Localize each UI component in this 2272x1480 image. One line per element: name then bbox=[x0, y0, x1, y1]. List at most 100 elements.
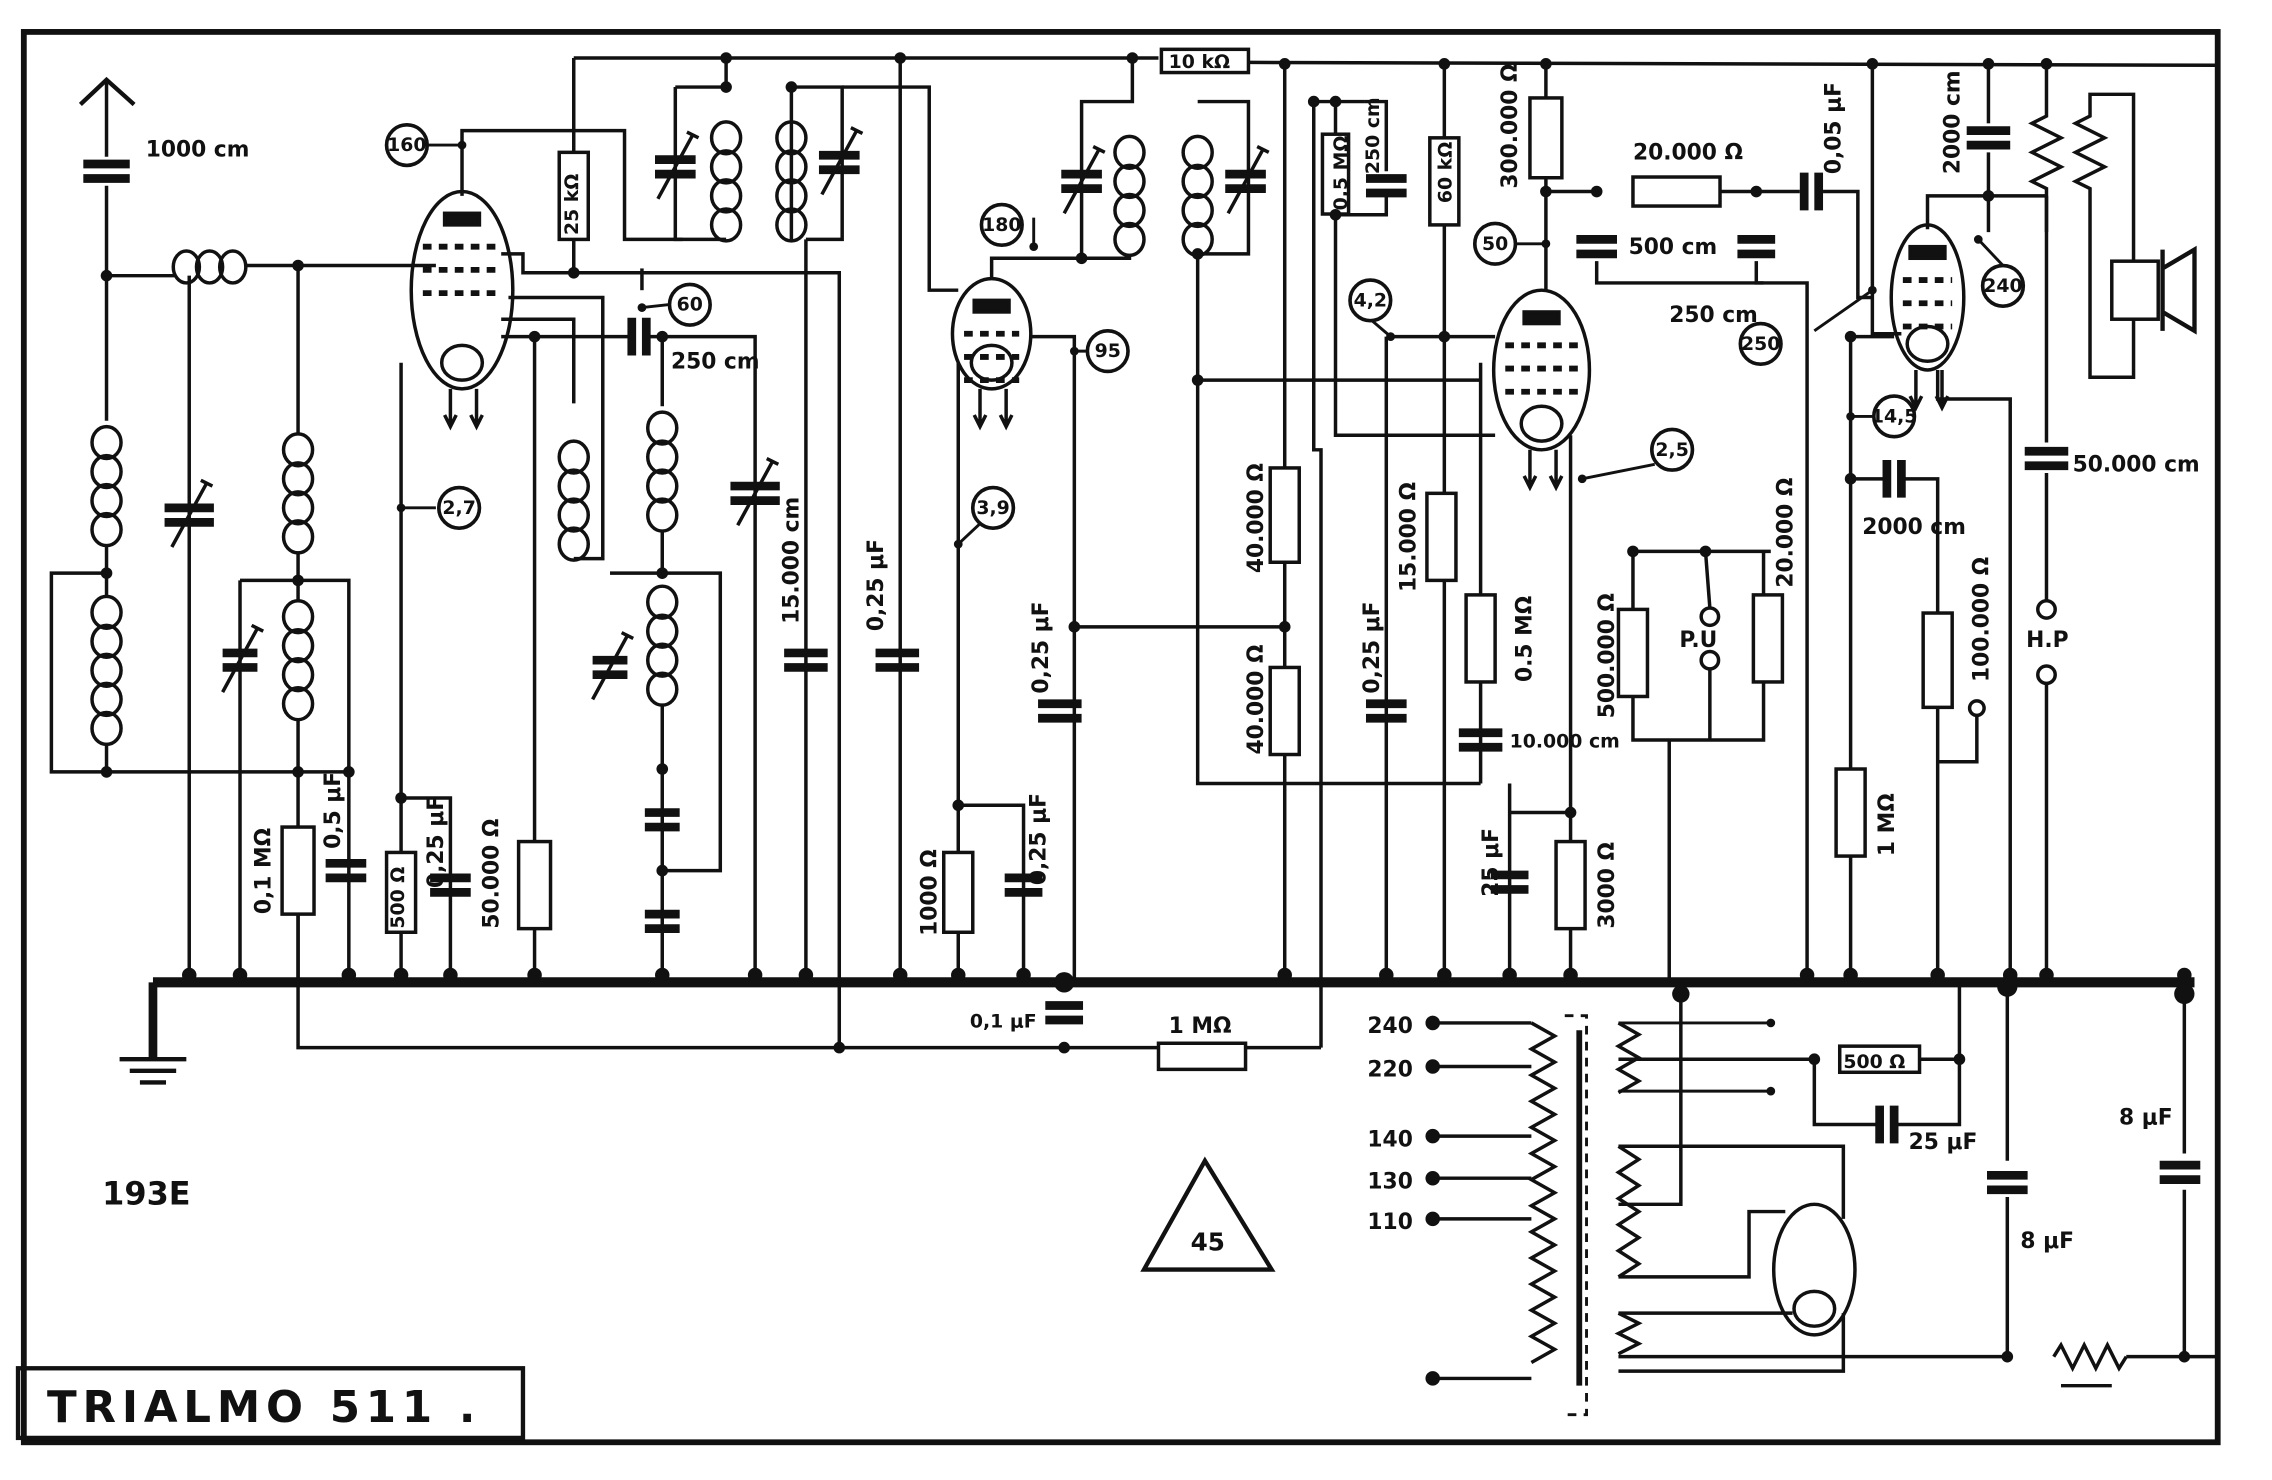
label-r-500: 500 Ω bbox=[1843, 1051, 1905, 1073]
label-c-10000cm: 10.000 cm bbox=[1510, 730, 1620, 752]
junction-dot bbox=[1016, 967, 1031, 983]
svg-text:4,2: 4,2 bbox=[1354, 289, 1387, 311]
resistor bbox=[1837, 1044, 1922, 1075]
test-point: 95 bbox=[1085, 329, 1130, 374]
speaker-magnet bbox=[2110, 259, 2160, 321]
variable-arrow bbox=[170, 478, 214, 548]
components bbox=[20, 29, 2221, 1446]
capacitor bbox=[1038, 699, 1082, 723]
wire bbox=[1618, 1313, 1846, 1373]
coil bbox=[281, 598, 315, 635]
capacitor bbox=[644, 909, 680, 933]
label-c-2000cm: 2000 cm bbox=[1862, 515, 1966, 540]
arrow-head bbox=[1868, 285, 1877, 295]
label-c-25uf: 25 μF bbox=[1909, 1130, 1978, 1155]
junction-dot bbox=[656, 864, 669, 877]
label-c-8uf: 8 μF bbox=[2119, 1106, 2173, 1131]
arrow-head bbox=[1766, 1086, 1776, 1096]
capacitor bbox=[1045, 1001, 1084, 1025]
label-c-250cm: 250 cm bbox=[1669, 303, 1758, 328]
junction-dot bbox=[1997, 976, 2018, 997]
junction-dot bbox=[1425, 1128, 1440, 1144]
capacitor bbox=[1799, 172, 1824, 211]
arrow-head bbox=[1386, 332, 1395, 341]
junction-dot bbox=[798, 967, 814, 983]
heater-leads bbox=[1908, 370, 1950, 412]
resistor bbox=[280, 825, 316, 916]
label-r-60k: 60 kΩ bbox=[1435, 142, 1457, 203]
wire bbox=[460, 128, 683, 242]
coil bbox=[1181, 134, 1214, 171]
wire bbox=[1703, 551, 1712, 609]
capacitor bbox=[1225, 169, 1266, 193]
label-c-250cm: 250 cm bbox=[671, 350, 760, 375]
junction-dot bbox=[2174, 983, 2195, 1005]
capacitor bbox=[592, 655, 628, 680]
coil bbox=[90, 623, 123, 660]
vacuum-tube bbox=[950, 276, 1033, 391]
variable-arrow bbox=[656, 130, 700, 200]
junction-dot bbox=[951, 967, 966, 983]
test-point: 50 bbox=[1472, 221, 1518, 266]
junction-dot bbox=[2001, 1350, 2014, 1363]
test-point: 2,5 bbox=[1650, 427, 1695, 472]
junction-dot bbox=[1564, 806, 1577, 819]
label-c-15000cm: 15.000 cm bbox=[780, 497, 805, 624]
junction-dot bbox=[1930, 967, 1945, 983]
transformer-winding bbox=[1614, 1021, 1643, 1095]
capacitor bbox=[1004, 873, 1043, 897]
resistor bbox=[1268, 665, 1301, 757]
label-c-005uf: 0,05 μF bbox=[1821, 82, 1846, 174]
junction-dot bbox=[952, 799, 965, 812]
coil bbox=[281, 432, 315, 468]
junction-dot bbox=[1379, 967, 1394, 983]
label-c-025uf: 0,25 μF bbox=[424, 796, 449, 888]
junction-dot bbox=[1540, 185, 1552, 198]
hp-jack bbox=[2036, 598, 2057, 620]
svg-text:60: 60 bbox=[677, 294, 703, 316]
capacitor bbox=[730, 481, 780, 505]
coil bbox=[281, 627, 315, 664]
tube-anode bbox=[1522, 310, 1561, 326]
coil bbox=[217, 249, 248, 285]
test-point: 60 bbox=[667, 282, 712, 327]
coil bbox=[1181, 163, 1214, 200]
title-box bbox=[15, 1366, 526, 1441]
label-r-50000: 50.000 Ω bbox=[479, 819, 504, 929]
transformer-shield bbox=[1564, 1014, 1588, 1417]
resistor bbox=[1528, 96, 1564, 180]
label-c-250cm: 250 cm bbox=[1362, 97, 1384, 174]
coil bbox=[1113, 163, 1146, 200]
junction-dot bbox=[1808, 1053, 1821, 1066]
junction-dot bbox=[2178, 1350, 2191, 1363]
variable-arrow bbox=[1226, 144, 1270, 215]
coil bbox=[775, 178, 808, 214]
junction-dot bbox=[567, 266, 580, 279]
wire bbox=[501, 317, 576, 404]
label-r-05M: 0,5 MΩ bbox=[1330, 136, 1352, 211]
junction-dot bbox=[528, 330, 541, 343]
wire bbox=[1812, 1059, 1880, 1127]
wire bbox=[1904, 477, 1940, 983]
coil bbox=[557, 526, 590, 562]
label-c-025uf: 0,25 μF bbox=[1026, 793, 1051, 885]
capacitor bbox=[875, 648, 920, 672]
coil bbox=[646, 671, 679, 707]
variable-arrow bbox=[221, 623, 265, 693]
arrow-head bbox=[1766, 1018, 1776, 1028]
label-r-15000: 15.000 Ω bbox=[1396, 482, 1421, 592]
coil bbox=[90, 482, 123, 519]
junction-dot bbox=[1799, 967, 1815, 983]
wire bbox=[1813, 289, 1874, 333]
coil bbox=[281, 657, 315, 693]
wire bbox=[1618, 1209, 1786, 1279]
wire bbox=[1925, 194, 2047, 230]
test-point: 4,2 bbox=[1348, 278, 1393, 323]
junction-dot bbox=[2177, 967, 2192, 983]
variable-arrow bbox=[736, 456, 780, 527]
wire bbox=[1594, 261, 1764, 285]
junction-dot bbox=[1054, 972, 1075, 993]
pickup-jack bbox=[1699, 649, 1721, 671]
arrow-head bbox=[637, 303, 647, 312]
